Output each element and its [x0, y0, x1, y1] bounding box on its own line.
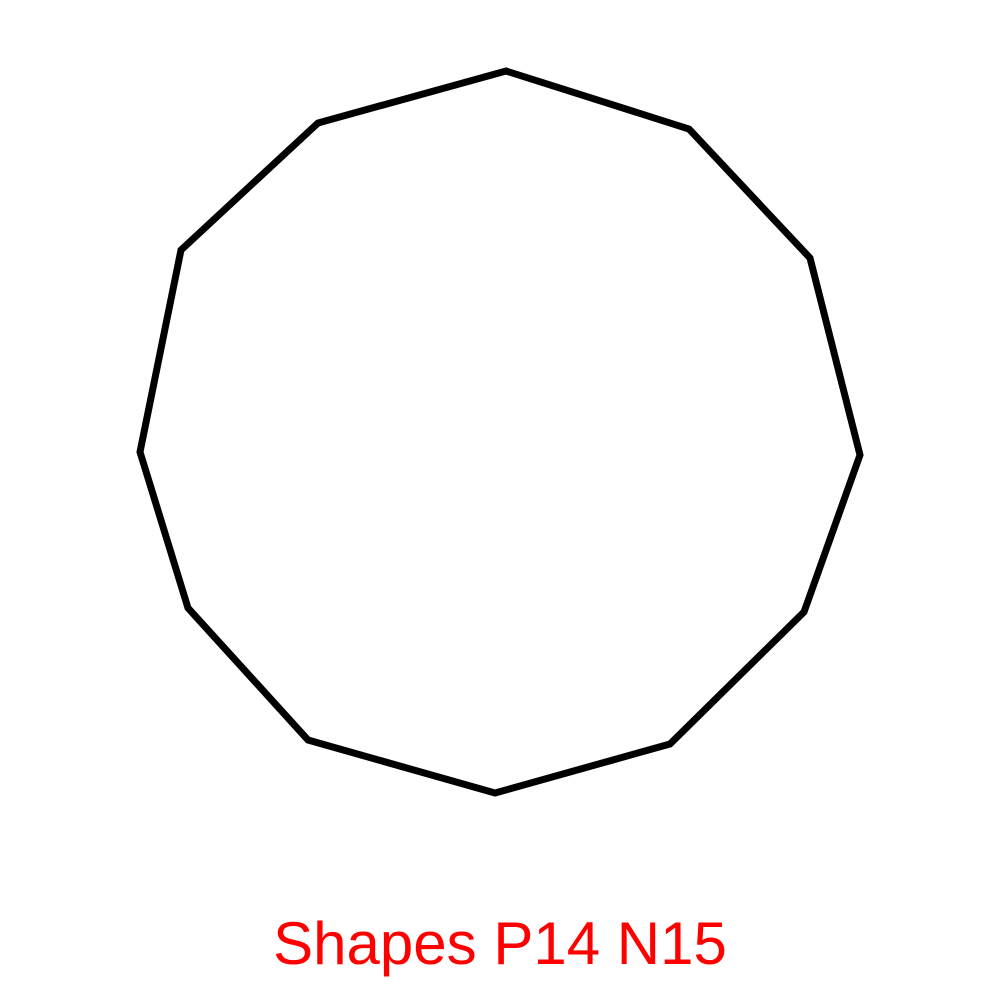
hendecagon-shape: [136, 67, 864, 797]
shape-caption: Shapes P14 N15: [273, 910, 727, 977]
